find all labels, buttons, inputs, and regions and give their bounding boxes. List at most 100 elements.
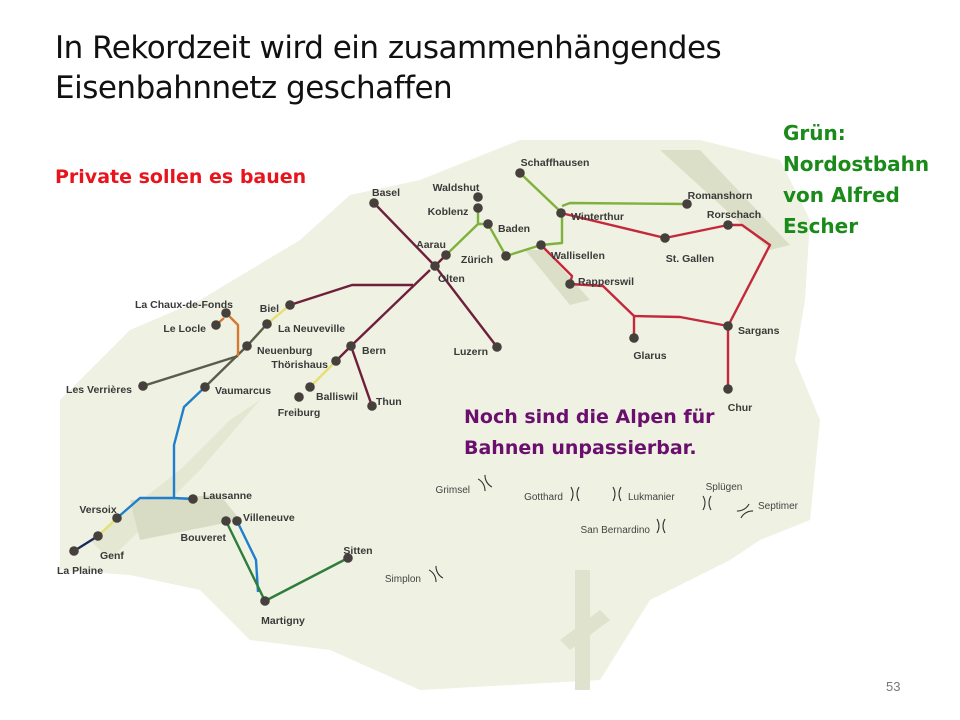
station-dot <box>473 192 483 202</box>
callout-green-line: Nordostbahn <box>783 152 930 176</box>
station-dot <box>305 382 315 392</box>
station-dot <box>112 513 122 523</box>
station-dot <box>262 319 272 329</box>
station-dot <box>346 341 356 351</box>
station-dot <box>285 300 295 310</box>
station-label: Versoix <box>79 504 117 516</box>
pass: Lukmanier <box>612 486 675 503</box>
station-label: St. Gallen <box>666 253 714 265</box>
station-label: Romanshorn <box>688 190 753 202</box>
pass-icon <box>702 495 712 511</box>
purple-railway-line <box>349 345 374 407</box>
station-label: La Neuveville <box>278 323 345 335</box>
station: Biel <box>260 300 295 315</box>
station-dot <box>260 596 270 606</box>
station: Balliswil <box>305 382 358 403</box>
station: Versoix <box>79 504 122 523</box>
station-dot <box>343 553 353 563</box>
station-label: Thun <box>376 396 402 408</box>
station: Genf <box>93 531 124 562</box>
slide-title: In Rekordzeit wird ein zusammenhängendes… <box>55 28 722 108</box>
station-label: Lausanne <box>203 490 252 502</box>
station-label: Chur <box>728 402 753 414</box>
station: Rapperswil <box>565 276 634 289</box>
station: Neuenburg <box>242 341 312 357</box>
station-label: Martigny <box>261 615 305 627</box>
station-label: Baden <box>498 223 530 235</box>
slide-title-line-2: Eisenbahnnetz geschaffen <box>55 70 453 106</box>
station-label: Basel <box>372 187 400 199</box>
station-dot <box>515 168 525 178</box>
station: Glarus <box>629 333 667 362</box>
station-label: Biel <box>260 303 279 315</box>
station: Sitten <box>343 545 373 563</box>
station: Lausanne <box>188 490 252 504</box>
pass-icon <box>612 486 622 502</box>
station-dot <box>211 320 221 330</box>
station: Bern <box>346 341 386 357</box>
station-label: Glarus <box>633 350 666 362</box>
station-dot <box>242 341 252 351</box>
station-dot <box>629 333 639 343</box>
red-railway-line <box>633 314 729 328</box>
pass: Splügen <box>702 482 743 511</box>
station: Waldshut <box>433 182 483 202</box>
station: Rorschach <box>707 209 761 230</box>
callout-green-line: von Alfred <box>783 183 900 207</box>
pass-label: Gotthard <box>524 492 563 503</box>
station: Thun <box>367 396 402 411</box>
station-dot <box>660 233 670 243</box>
station-dot <box>232 516 242 526</box>
station-label: Schaffhausen <box>521 157 590 169</box>
yellow-railway-line <box>309 360 337 388</box>
station-label: Rorschach <box>707 209 761 221</box>
station-label: Rapperswil <box>578 276 634 288</box>
station: La Neuveville <box>262 319 345 335</box>
station: Bouveret <box>180 516 231 544</box>
station-label: Winterthur <box>571 211 624 223</box>
station-label: Freiburg <box>278 407 321 419</box>
callout-green-line: Escher <box>783 214 859 238</box>
station: Luzern <box>454 342 502 358</box>
station: Vaumarcus <box>200 382 271 397</box>
blue-railway-line <box>235 520 260 593</box>
station-label: Thörishaus <box>271 359 328 371</box>
station-label: Vaumarcus <box>215 385 271 397</box>
station-dot <box>331 356 341 366</box>
station-dot <box>556 208 566 218</box>
station-dot <box>473 203 483 213</box>
pass: San Bernardino <box>581 518 666 536</box>
station-label: Neuenburg <box>257 345 312 357</box>
callout-green-line: Grün: <box>783 121 846 145</box>
station-label: La Plaine <box>57 565 103 577</box>
station: Chur <box>723 384 752 414</box>
yellow-railway-line <box>266 304 291 325</box>
station-label: Balliswil <box>316 391 358 403</box>
station-label: Wallisellen <box>551 250 605 262</box>
pass-label: Septimer <box>758 501 799 512</box>
station-dot <box>69 546 79 556</box>
station: La Chaux-de-Fonds <box>135 299 233 318</box>
station-label: Bern <box>362 345 386 357</box>
station-dot <box>138 381 148 391</box>
pass-label: Lukmanier <box>628 492 675 503</box>
red-railway-line <box>540 244 636 338</box>
station-dot <box>367 401 377 411</box>
callout-private: Private sollen es bauen <box>55 166 307 188</box>
station-label: Sargans <box>738 325 780 337</box>
station-dot <box>188 494 198 504</box>
station-label: Waldshut <box>433 182 480 194</box>
station: Le Locle <box>163 320 221 335</box>
station-dot <box>723 321 733 331</box>
station-dot <box>441 250 451 260</box>
pass: Grimsel <box>436 474 493 496</box>
station-label: Les Verrières <box>66 384 132 396</box>
gray-railway-line <box>142 354 239 388</box>
orange-railway-line <box>225 312 240 356</box>
slide-title-line-1: In Rekordzeit wird ein zusammenhängendes <box>55 30 722 66</box>
pass-label: Splügen <box>706 482 743 493</box>
station: St. Gallen <box>660 233 714 265</box>
